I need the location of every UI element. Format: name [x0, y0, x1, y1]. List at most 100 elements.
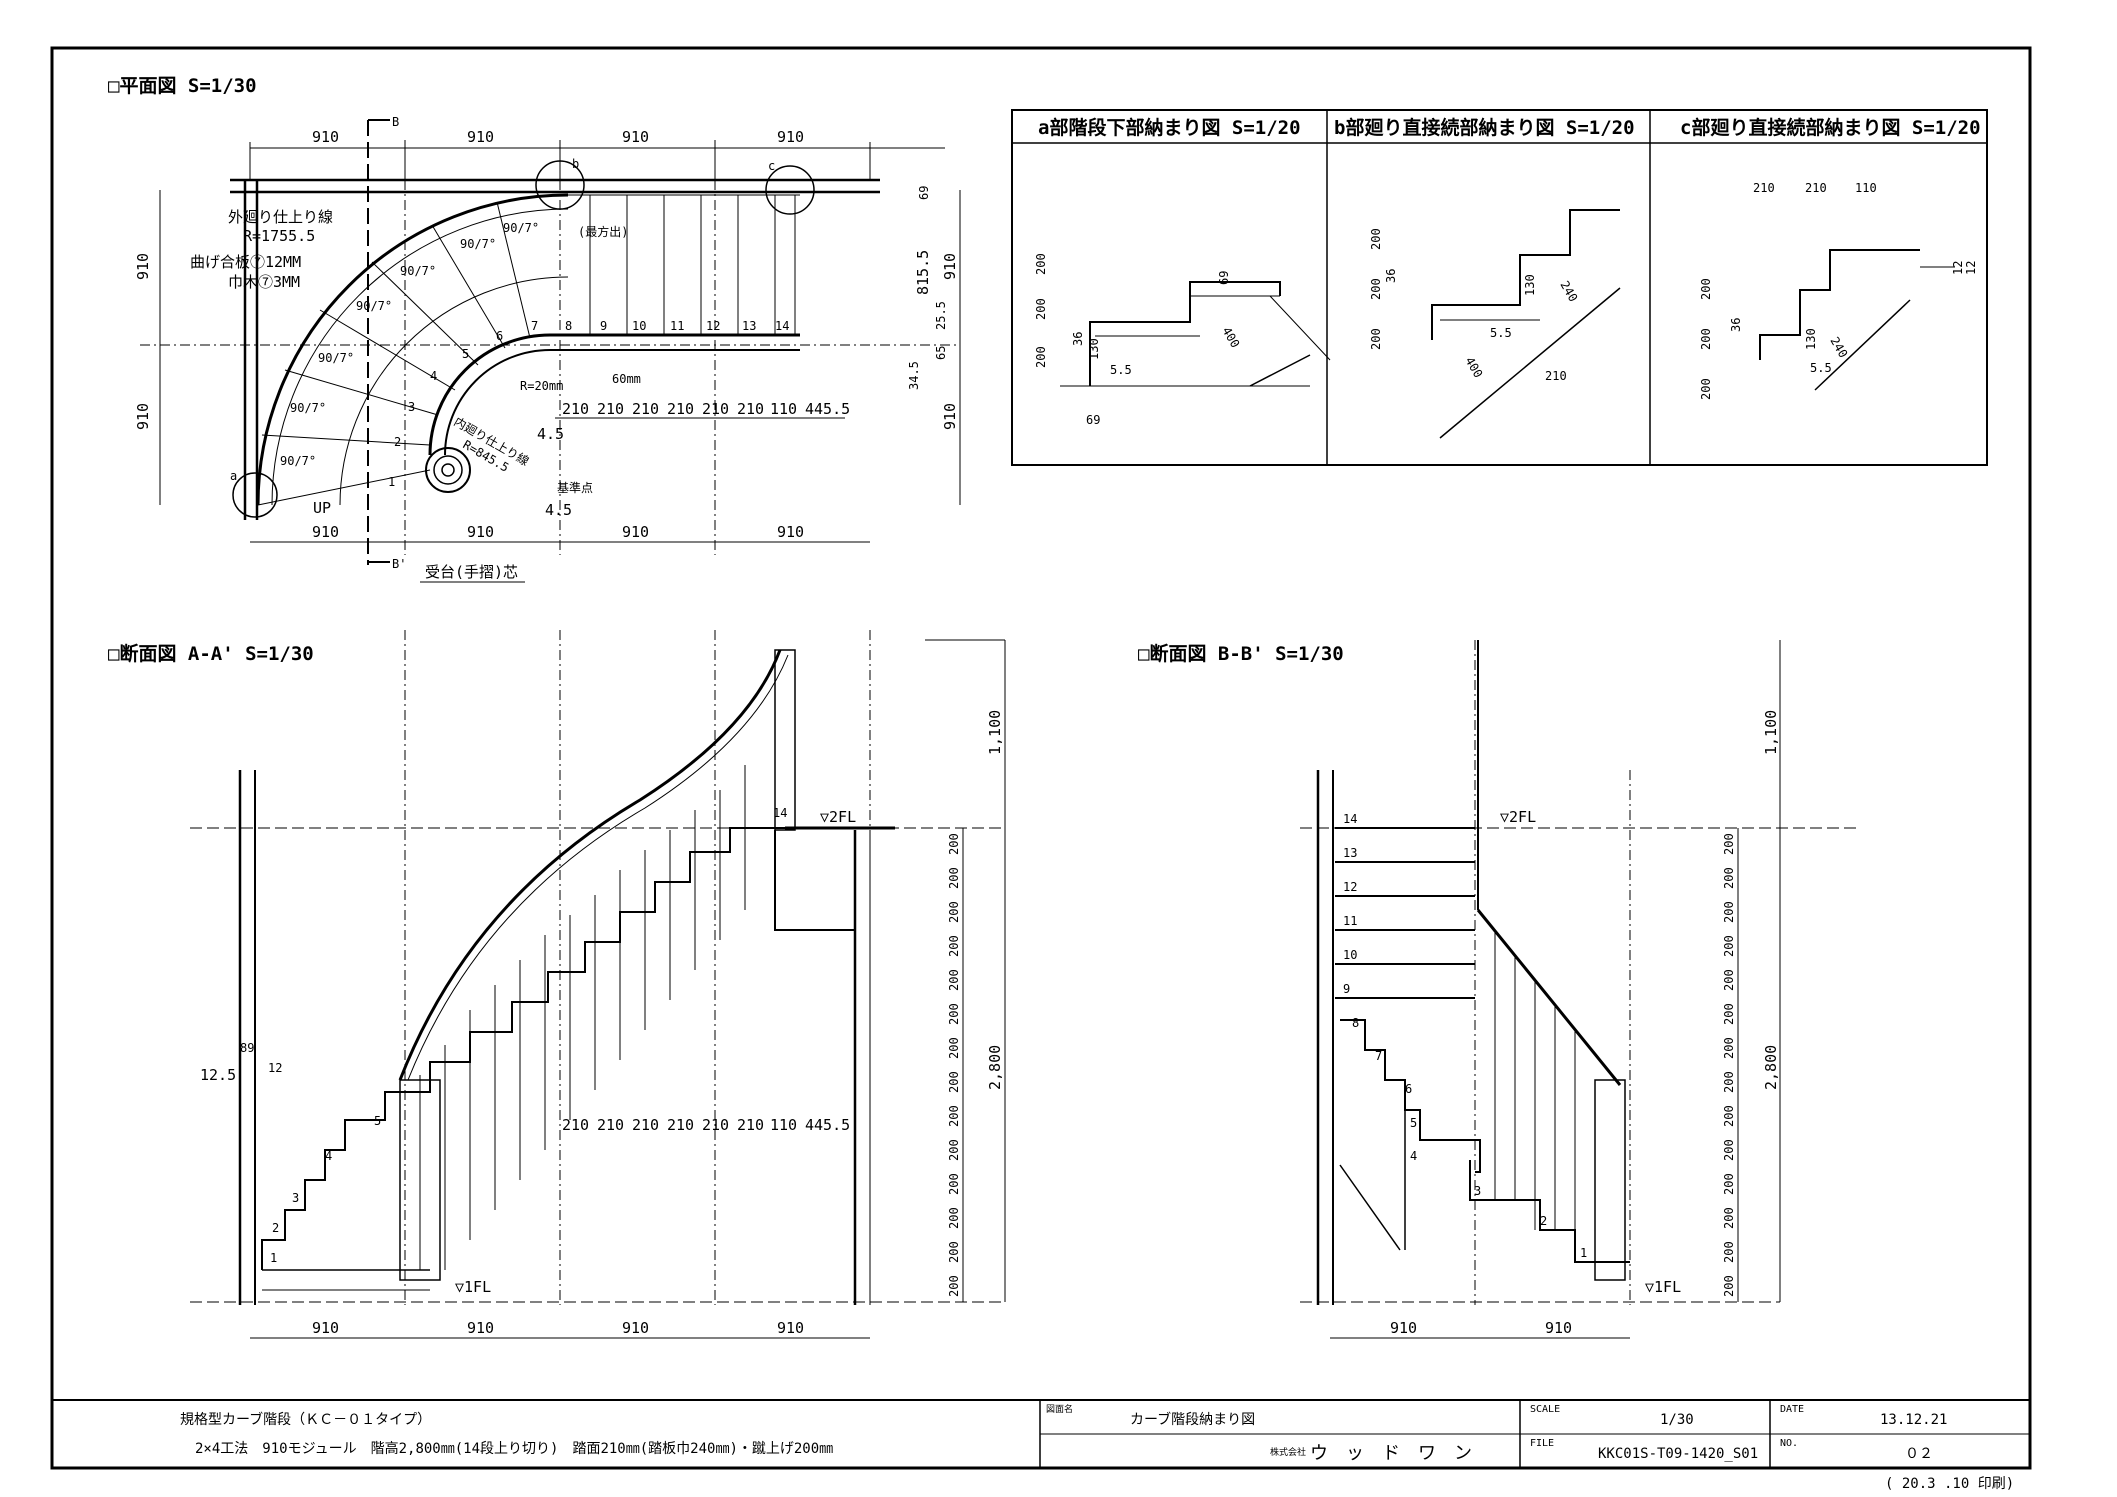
- tb-drawing-name: カーブ階段納まり図: [1130, 1411, 1255, 1428]
- sheet-border: [50, 46, 2032, 1470]
- sa-riser-7: 200: [947, 1037, 961, 1059]
- sb-riser-dims: 200 200 200 200 200 200 200 200 200 200 …: [1722, 833, 1736, 1297]
- plan-mark-a: a: [230, 469, 237, 483]
- sb-riser-8: 200: [1722, 1071, 1736, 1093]
- tb-file-label: FILE: [1530, 1438, 1554, 1449]
- detail-a-dim-8: 400: [1219, 325, 1242, 351]
- sa-step-5: 5: [374, 1114, 381, 1128]
- plan-right-small-5: 34.5: [907, 361, 921, 390]
- detail-a-header: a部階段下部納まり図 S=1/20: [1038, 116, 1301, 139]
- plan-section-b: B: [392, 115, 399, 129]
- plan-top-dim-2: 910: [467, 128, 494, 146]
- detail-b-dim-1: 200: [1369, 228, 1383, 250]
- plan-tread-dim-2: 210: [597, 400, 624, 418]
- plan-angle-1: 90/7°: [280, 454, 316, 468]
- sa-tread-dim-5: 210: [702, 1116, 729, 1134]
- plan-label-r20: R=20mm: [520, 379, 563, 393]
- plan-bottom-dim-3: 910: [622, 523, 649, 541]
- sb-riser-4: 200: [1722, 935, 1736, 957]
- detail-b-dim-9: 210: [1545, 369, 1567, 383]
- sa-tread-dim-3: 210: [632, 1116, 659, 1134]
- tb-date-label: DATE: [1780, 1404, 1804, 1415]
- sb-riser-6: 200: [1722, 1003, 1736, 1025]
- sb-step-1: 1: [1580, 1246, 1587, 1260]
- sb-riser-3: 200: [1722, 901, 1736, 923]
- detail-c-dim-8: 130: [1804, 328, 1818, 350]
- sa-riser-14: 200: [947, 1275, 961, 1297]
- plan-top-dim-3: 910: [622, 128, 649, 146]
- plan-tread-dim-5: 210: [702, 400, 729, 418]
- sa-step-2: 2: [272, 1221, 279, 1235]
- detail-a-dim-3: 200: [1034, 346, 1048, 368]
- tb-scale-label: SCALE: [1530, 1404, 1560, 1415]
- sb-fl1: ▽1FL: [1645, 1278, 1681, 1296]
- plan-step-1: 1: [388, 475, 395, 489]
- plan-label-bent-plywood: 曲げ合板⑦12MM: [190, 253, 301, 271]
- detail-c-dim-6: 200: [1699, 328, 1713, 350]
- plan-mark-c: c: [768, 159, 775, 173]
- sa-fl1: ▽1FL: [455, 1278, 491, 1296]
- plan-label-60mm: 60mm: [612, 372, 641, 386]
- sb-step-9: 9: [1343, 982, 1350, 996]
- plan-step-12: 12: [706, 319, 720, 333]
- plan-right-dim-1: 910: [941, 253, 959, 280]
- sa-tread-dim-7: 110: [770, 1116, 797, 1134]
- plan-right-small-2: 815.5: [914, 250, 932, 295]
- sb-step-13: 13: [1343, 846, 1357, 860]
- plan-mark-b: b: [572, 157, 579, 171]
- detail-c-dim-5: 36: [1729, 318, 1743, 332]
- plan-label-up: UP: [313, 499, 331, 517]
- plan-right-dim-2: 910: [941, 403, 959, 430]
- plan-step-6: 6: [496, 329, 503, 343]
- sb-riser-9: 200: [1722, 1105, 1736, 1127]
- plan-left-dim-1: 910: [134, 253, 152, 280]
- plan-label-landing: (最方出): [578, 224, 628, 239]
- sb-step-2: 2: [1540, 1214, 1547, 1228]
- plan-label-datum: 基準点: [557, 480, 593, 495]
- plan-base-label: 受台(手摺)芯: [425, 563, 518, 581]
- sb-step-11: 11: [1343, 914, 1357, 928]
- sb-riser-11: 200: [1722, 1173, 1736, 1195]
- sa-bottom-dim-1: 910: [312, 1319, 339, 1337]
- plan-bottom-dim-1: 910: [312, 523, 339, 541]
- sb-step-5: 5: [1410, 1116, 1417, 1130]
- section-a-view: □断面図 A-A' S=1/30: [108, 630, 1006, 1339]
- sa-riser-1: 200: [947, 833, 961, 855]
- plan-angle-5: 90/7°: [400, 264, 436, 278]
- plan-right-small-1: 69: [917, 186, 931, 200]
- tb-scale: 1/30: [1660, 1412, 1694, 1428]
- sb-bottom-dim-2: 910: [1545, 1319, 1572, 1337]
- sb-height-total: 2,800: [1762, 1045, 1780, 1090]
- plan-tread-dim-4: 210: [667, 400, 694, 418]
- detail-c-dim-1: 210: [1753, 181, 1775, 195]
- sa-step-1: 1: [270, 1251, 277, 1265]
- sb-step-10: 10: [1343, 948, 1357, 962]
- sa-left-dim-1: 12.5: [200, 1066, 236, 1084]
- tb-file: KKC01S-T09-1420_S01: [1598, 1446, 1758, 1462]
- sa-riser-8: 200: [947, 1071, 961, 1093]
- sb-riser-12: 200: [1722, 1207, 1736, 1229]
- plan-label-dim-45a: 4.5: [537, 425, 564, 443]
- detail-b-dim-2: 36: [1384, 269, 1398, 283]
- section-b-view: □断面図 B-B' S=1/30 14 13 12 11 10 9 8: [1138, 640, 1860, 1339]
- sb-riser-2: 200: [1722, 867, 1736, 889]
- detail-c-dim-3: 110: [1855, 181, 1877, 195]
- sb-step-4: 4: [1410, 1149, 1417, 1163]
- sb-step-8: 8: [1352, 1016, 1359, 1030]
- detail-b-dim-3: 200: [1369, 278, 1383, 300]
- sa-bottom-dim-4: 910: [777, 1319, 804, 1337]
- plan-tread-dim-3: 210: [632, 400, 659, 418]
- detail-b-dim-8: 400: [1462, 355, 1485, 381]
- plan-step-8: 8: [565, 319, 572, 333]
- tb-drawing-name-label: 図面名: [1046, 1403, 1073, 1415]
- detail-a-dim-5: 130: [1087, 338, 1101, 360]
- tb-print-note: ( 20.3 .10 印刷): [1885, 1476, 2014, 1492]
- sb-step-7: 7: [1375, 1049, 1382, 1063]
- tb-no: ０２: [1905, 1446, 1933, 1462]
- sa-height-top: 1,100: [986, 710, 1004, 755]
- plan-step-5: 5: [462, 347, 469, 361]
- sa-riser-5: 200: [947, 969, 961, 991]
- plan-right-small-3: 25.5: [934, 301, 948, 330]
- plan-tread-dim-1: 210: [562, 400, 589, 418]
- detail-a-dim-9: 69: [1086, 413, 1100, 427]
